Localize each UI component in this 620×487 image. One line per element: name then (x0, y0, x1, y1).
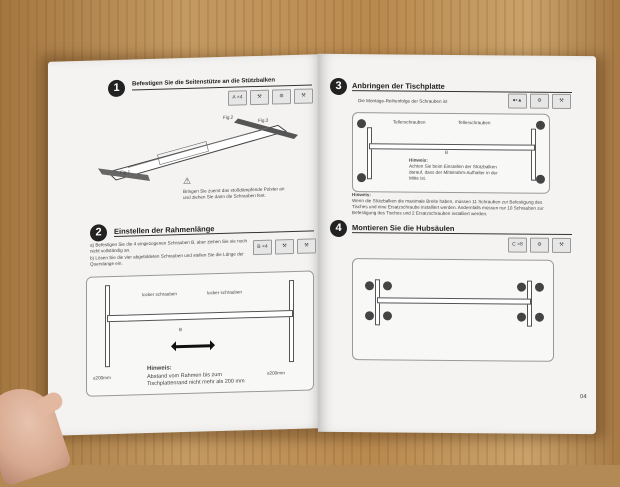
center-b-label: B (445, 149, 449, 155)
center-beam (369, 143, 535, 151)
hammer-icon: ⚒ (294, 88, 313, 104)
step-2-badge: 2 (90, 224, 107, 242)
column-screw-icon (365, 281, 374, 291)
loose-screw-label-1: locker schrauben (142, 291, 177, 298)
hint-title: Hinweis: (147, 365, 172, 373)
drill-icon: ⚙ (530, 237, 549, 253)
screw-dot-icon (536, 120, 545, 130)
step-4-tools: C ×8 ⚙ ⚒ (508, 237, 571, 253)
column-screw-icon (383, 311, 392, 321)
sequence-icon: ●▪▲ (508, 93, 527, 109)
frame-bar (377, 297, 531, 305)
left-support (367, 127, 372, 180)
warning-icon: ⚠ (183, 175, 192, 187)
step-3-tools: ●▪▲ ⚙ ⚒ (508, 93, 571, 109)
column-screw-icon (535, 312, 544, 322)
screw-a-icon: A ×4 (228, 90, 247, 106)
dim-right: ≤200mm (267, 370, 285, 376)
left-leg-bar (105, 285, 110, 368)
right-support (531, 128, 536, 181)
column-screw-icon (535, 282, 544, 292)
step-3-sub: Die Montage-Reihenfolge der Schrauben is… (358, 98, 448, 104)
right-leg-bar (289, 279, 294, 363)
fig-label-2: Fig.2 (223, 114, 234, 120)
step-2-diagram: locker schrauben locker schrauben B ≤200… (86, 270, 314, 397)
step-3-rule (352, 90, 572, 94)
screw-c-icon: C ×8 (508, 237, 527, 253)
step-4-badge: 4 (330, 219, 347, 238)
manual-right-page: 3 Anbringen der Tischplatte Die Montage-… (318, 53, 596, 435)
screw-b-icon: B ×4 (253, 239, 272, 256)
adjust-arrow-icon (175, 344, 211, 349)
hammer-icon: ⚒ (552, 93, 571, 109)
frame-assembly-drawing (98, 118, 298, 181)
plate-screw-label-2: Tellerschrauben (458, 120, 491, 126)
step-2-tools: B ×4 ⚒ ⚒ (253, 238, 316, 256)
plate-screw-label-1: Tellerschrauben (393, 119, 426, 125)
step-1-note: Bringen Sie zuerst das stoßdämpfende Pol… (183, 186, 285, 201)
fig-label-3: Fig.3 (258, 117, 269, 123)
hammer-icon: ⚒ (552, 237, 571, 253)
screw-dot-icon (536, 174, 545, 184)
loose-screw-label-2: locker schrauben (207, 289, 242, 296)
dim-left: ≤200mm (93, 375, 111, 381)
drill-icon: ⚙ (272, 89, 291, 105)
page-number: 04 (580, 394, 587, 401)
drill-icon: ⚙ (530, 93, 549, 109)
manual-left-page: 1 Befestigen Sie die Seitenstütze an die… (48, 54, 322, 436)
step-3-diagram: Tellerschrauben Tellerschrauben B Hinwei… (352, 112, 550, 194)
inner-hint-text: Achten Sie beim Einstellen der Stützbalk… (409, 163, 498, 181)
screw-dot-icon (357, 119, 366, 129)
screw-dot-icon (357, 173, 366, 183)
hammer-icon: ⚒ (297, 238, 316, 254)
column-screw-icon (517, 282, 526, 292)
column-screw-icon (517, 312, 526, 322)
step-3-hint-text: Wenn die Stützbalken die maximale Breite… (352, 198, 544, 217)
step-1-tools: A ×4 ⚒ ⚙ ⚒ (228, 88, 313, 106)
hint-text: Abstand vom Rahmen bis zum Tischplattenr… (147, 371, 245, 388)
screw-b-label: B (179, 327, 183, 333)
column-screw-icon (365, 311, 374, 321)
step-1-badge: 1 (108, 79, 125, 98)
step-4-diagram (352, 258, 554, 362)
step-3-badge: 3 (330, 77, 347, 96)
fig-label-1: Fig.1 (120, 169, 131, 175)
column-screw-icon (383, 281, 392, 291)
wrench-icon: ⚒ (275, 238, 294, 255)
wrench-icon: ⚒ (250, 89, 269, 106)
step-4-rule (352, 232, 572, 236)
cross-bar (107, 309, 293, 323)
